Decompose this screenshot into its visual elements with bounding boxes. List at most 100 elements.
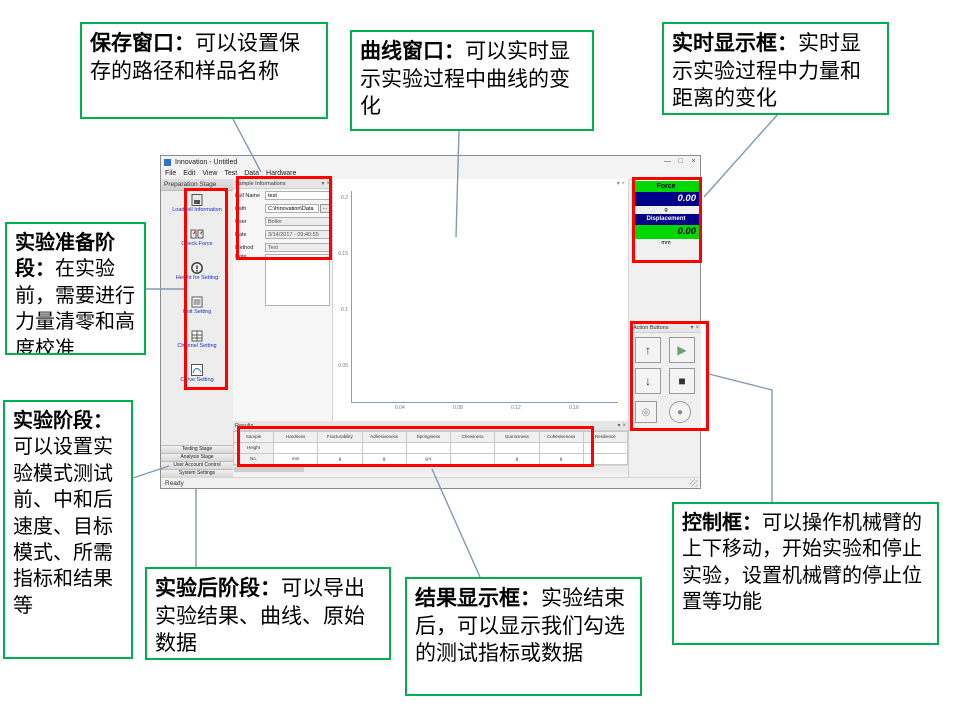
callout-preparation-stage: 实验准备阶段：在实验前，需要进行力量清零和高度校准 [5, 222, 146, 355]
field-row: Path C:\Innovation\Data ... [233, 202, 332, 215]
tab-user-account-control[interactable]: User Account Control [161, 461, 233, 469]
maximize-icon[interactable]: □ [678, 158, 683, 165]
displacement-unit: mm [661, 240, 671, 246]
callout-curve-window: 曲线窗口：可以实时显示实验过程中曲线的变化 [350, 30, 594, 131]
table-cell [406, 443, 451, 454]
close-icon[interactable]: × [622, 422, 626, 429]
curve-chart-panel: ▾ × 0.2 0.15 0.1 0.05 0.04 0.08 0.12 0.1… [333, 179, 629, 421]
sidebar-item-height-setting[interactable]: Height for Setting [161, 259, 233, 293]
minimize-icon[interactable]: — [664, 158, 671, 165]
callout-body: 实验结束后，可以显示我们勾选的测试指标或数据 [415, 587, 625, 666]
column-header: Fracturability [318, 432, 363, 443]
menu-data[interactable]: Data [244, 170, 260, 177]
callout-body: 可以设置保存的路径和样品名称 [90, 32, 300, 83]
callout-body: 可以操作机械臂的上下移动，开始实验和停止实验，设置机械臂的停止位置等功能 [682, 512, 922, 614]
column-header: Adhesiveness [362, 432, 407, 443]
y-tick: 0.05 [338, 363, 348, 369]
table-cell [539, 443, 584, 454]
tab-analysis-stage[interactable]: Analysis Stage [161, 453, 233, 461]
sidebar-item-curve-setting[interactable]: Curve Setting [161, 361, 233, 395]
sidebar-item-channel-setting[interactable]: Channel Setting [161, 327, 233, 361]
target-icon: ◎ [641, 406, 651, 418]
tab-system-settings[interactable]: System Settings [161, 469, 233, 477]
highlight-results-table [237, 426, 594, 467]
callout-lead: 结果显示框： [415, 587, 541, 610]
resize-grip-icon[interactable] [690, 479, 698, 487]
highlight-preparation-icons [184, 188, 228, 390]
callout-lead: 曲线窗口： [360, 40, 465, 63]
highlight-action-buttons [630, 321, 709, 431]
path-input[interactable]: C:\Innovation\Data [265, 204, 319, 213]
column-header: Gumminess [495, 432, 540, 443]
callout-lead: 实验准备阶段： [15, 232, 115, 281]
sample-panel-title: Sample Informations [235, 180, 286, 187]
app-icon [164, 158, 171, 166]
menu-edit[interactable]: Edit [183, 170, 196, 177]
sidebar-item-loadcell-information[interactable]: Loadcell Information [161, 191, 233, 225]
sidebar-item-label: Height for Setting [175, 275, 219, 281]
x-tick: 0.08 [453, 405, 463, 411]
user-label: User [235, 218, 247, 225]
x-axis [351, 402, 618, 403]
table-cell [274, 443, 319, 454]
callout-lead: 保存窗口： [90, 32, 195, 55]
table-cell [451, 443, 496, 454]
results-table: Sample Hardness Fracturability Adhesiven… [233, 431, 628, 465]
chevron-down-icon[interactable]: ▾ [321, 181, 325, 187]
title-bar: Innovation - Untitled — □ × [161, 156, 700, 168]
menu-hardware[interactable]: Hardware [266, 170, 297, 177]
action-buttons-grid: ↑ ▶ ↓ ■ ◎ ● [631, 333, 701, 423]
callout-post-experiment-stage: 实验后阶段：可以导出实验结果、曲线、原始数据 [145, 567, 391, 660]
arm-down-button[interactable]: ↓ [635, 368, 661, 394]
date-label: Date [235, 231, 247, 238]
sidebar-item-label: Check Force [181, 241, 213, 247]
start-test-button[interactable]: ▶ [669, 337, 695, 363]
callout-lead: 控制框： [682, 512, 762, 534]
menu-test[interactable]: Test [224, 170, 238, 177]
y-tick: 0.15 [338, 251, 348, 257]
table-cell [362, 443, 407, 454]
callout-body: 实时显示实验过程中力量和距离的变化 [672, 32, 861, 111]
menu-file[interactable]: File [165, 170, 177, 177]
highlight-force-readout [632, 177, 702, 263]
app-window: Innovation - Untitled — □ × File Edit Vi… [160, 155, 701, 489]
curve-icon [191, 364, 203, 376]
sample-panel-header: Sample Informations ▾ × [233, 179, 332, 189]
stop-test-button[interactable]: ■ [669, 368, 695, 394]
scrollbar-thumb[interactable] [234, 467, 304, 472]
close-icon[interactable]: × [691, 158, 696, 165]
callout-lead: 实验后阶段： [155, 577, 281, 600]
column-header: Sample [234, 432, 274, 443]
action-buttons-panel: Action Buttons ▾ × ↑ ▶ ↓ ■ ◎ ● [631, 323, 701, 429]
close-icon[interactable]: × [621, 181, 625, 187]
y-tick: 0.1 [341, 307, 348, 313]
target-position-button[interactable]: ◎ [635, 401, 657, 423]
window-title: Innovation - Untitled [175, 158, 238, 166]
table-cell [583, 443, 628, 454]
table-cell [495, 443, 540, 454]
displacement-label: Displacement [633, 214, 699, 225]
sidebar-item-check-force[interactable]: Check Force [161, 225, 233, 259]
tab-testing-stage[interactable]: Testing Stage [161, 445, 233, 453]
callout-body: 可以设置实验模式测试前、中和后速度、目标模式、所需指标和结果等 [13, 436, 113, 617]
action-panel-header: Action Buttons ▾ × [631, 323, 701, 333]
sidebar-item-unit-setting[interactable]: Unit Setting [161, 293, 233, 327]
chevron-down-icon[interactable]: ▾ [617, 423, 621, 429]
emergency-stop-button[interactable]: ● [669, 401, 691, 423]
close-icon[interactable]: × [695, 324, 699, 331]
menu-view[interactable]: View [202, 170, 218, 177]
note-input[interactable] [265, 254, 330, 306]
loadcell-icon [191, 194, 203, 206]
callout-result-display: 结果显示框：实验结束后，可以显示我们勾选的测试指标或数据 [405, 577, 642, 696]
arm-up-button[interactable]: ↑ [635, 337, 661, 363]
chevron-down-icon[interactable]: ▾ [690, 325, 694, 331]
close-icon[interactable]: × [326, 180, 330, 187]
action-panel-title: Action Buttons [633, 324, 669, 331]
full-name-label: Full Name [235, 192, 261, 199]
callout-control-box: 控制框：可以操作机械臂的上下移动，开始实验和停止实验，设置机械臂的停止位置等功能 [672, 502, 939, 645]
callout-body: 可以实时显示实验过程中曲线的变化 [360, 40, 570, 119]
chevron-down-icon[interactable]: ▾ [616, 181, 620, 187]
arrow-down-icon: ↓ [645, 374, 651, 388]
force-label: Force [633, 181, 699, 192]
